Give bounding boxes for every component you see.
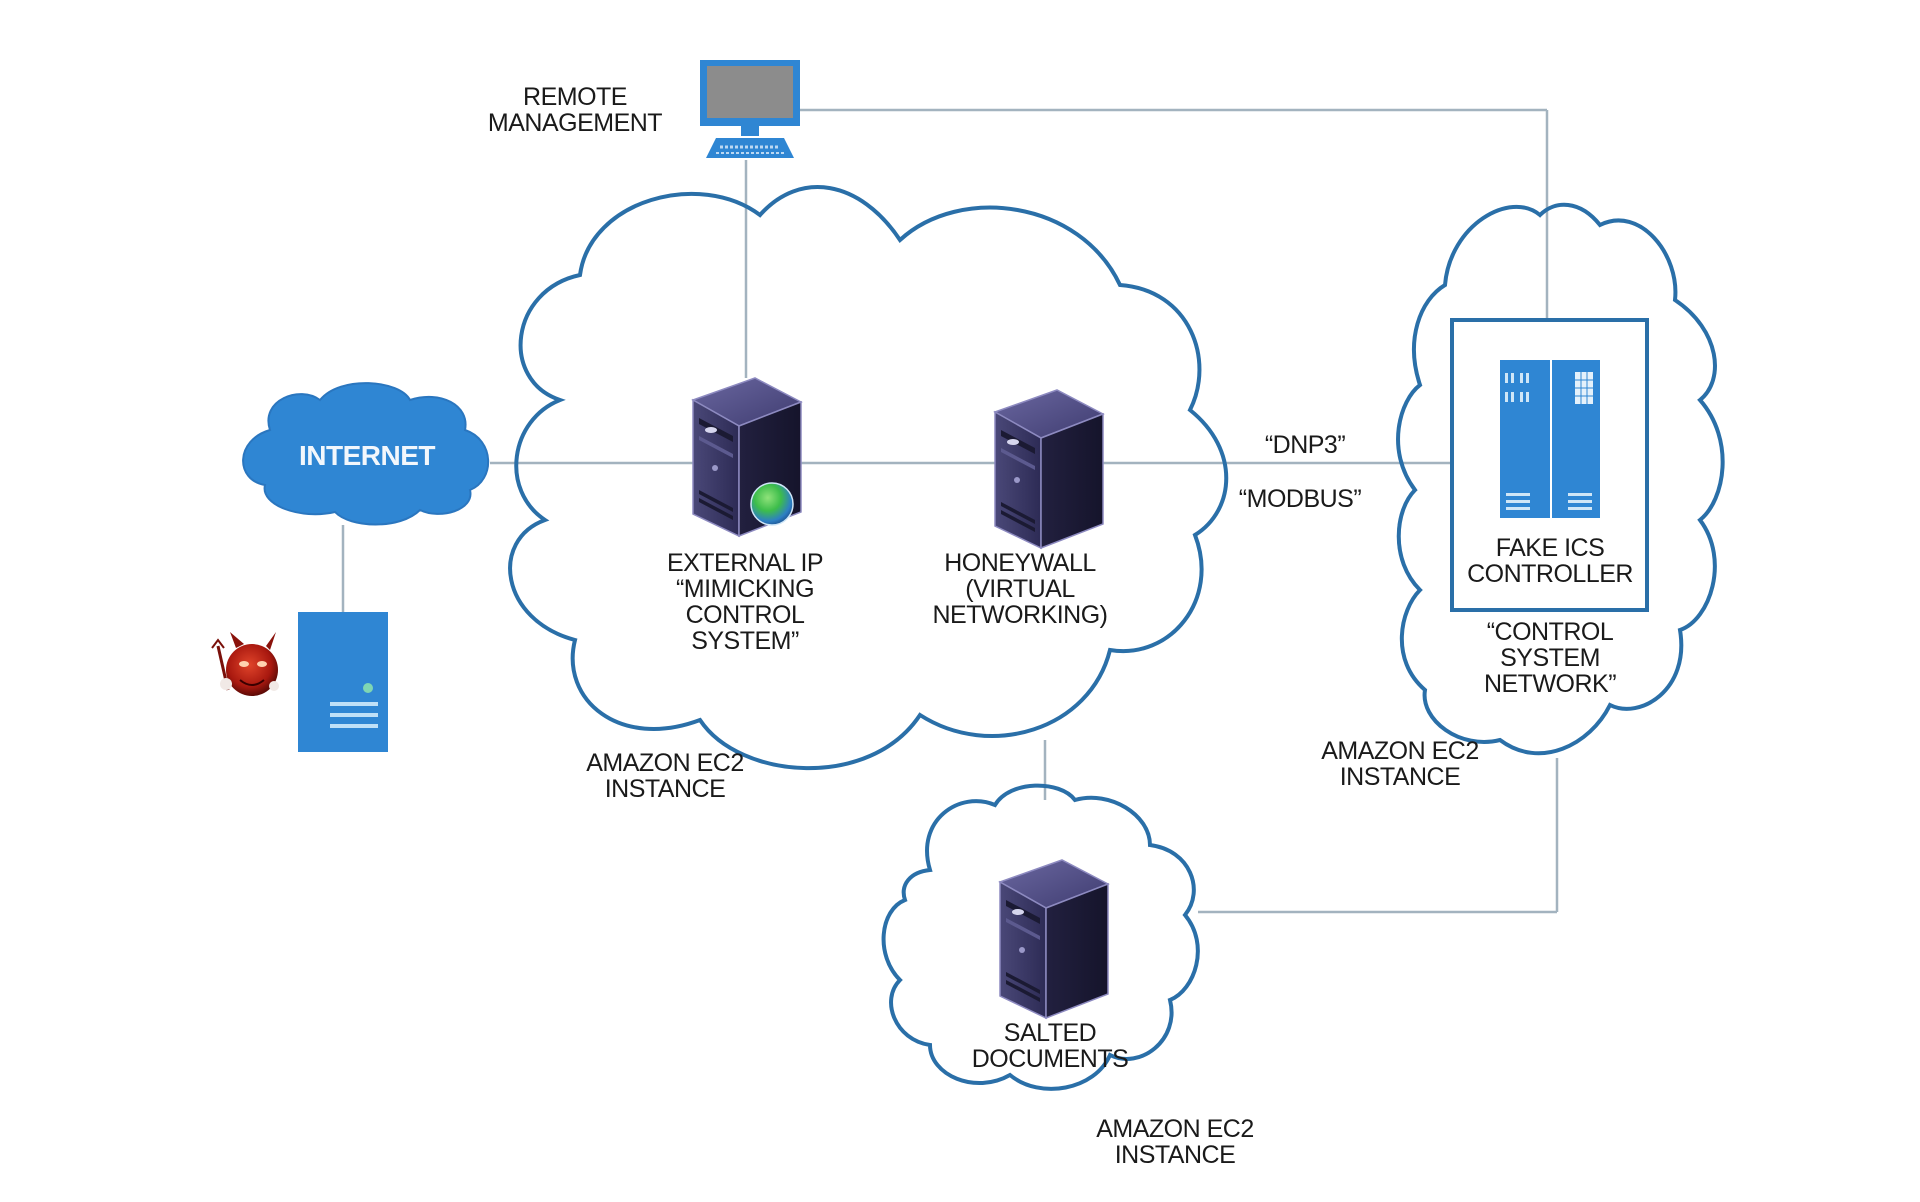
ics-ec2-instance-label: AMAZON EC2 INSTANCE xyxy=(1321,737,1479,791)
external-ip-server-icon xyxy=(692,377,802,537)
docs-ec2-cloud xyxy=(881,783,1200,1091)
protocol-modbus-label: “MODBUS” xyxy=(1238,485,1362,513)
internet-label: INTERNET xyxy=(299,440,436,471)
honeywall-server-icon xyxy=(994,389,1104,549)
devil-icon xyxy=(211,632,279,696)
internet-cloud-icon xyxy=(242,382,490,526)
salted-docs-server-icon xyxy=(999,859,1109,1019)
fake-ics-label: FAKE ICS CONTROLLER xyxy=(1467,534,1633,588)
external-ip-label: EXTERNAL IP “MIMICKING CONTROL SYSTEM” xyxy=(666,549,824,655)
docs-ec2-instance-label: AMAZON EC2 INSTANCE xyxy=(1096,1115,1254,1169)
honeywall-label: HONEYWALL (VIRTUAL NETWORKING) xyxy=(932,549,1108,629)
ics-cabinet-icon xyxy=(1500,360,1600,518)
main-ec2-cloud xyxy=(508,185,1229,771)
server-tower-icon xyxy=(298,612,388,752)
desktop-computer-icon xyxy=(700,60,800,158)
connectors xyxy=(341,108,1559,914)
globe-icon xyxy=(750,482,794,526)
main-ec2-instance-label: AMAZON EC2 INSTANCE xyxy=(586,749,744,803)
protocol-dnp3-label: “DNP3” xyxy=(1264,431,1346,459)
control-system-network-label: “CONTROL SYSTEM NETWORK” xyxy=(1483,618,1617,698)
remote-management-label: REMOTE MANAGEMENT xyxy=(487,83,663,137)
ics-ec2-cloud xyxy=(1396,202,1725,756)
salted-documents-label: SALTED DOCUMENTS xyxy=(971,1019,1129,1073)
